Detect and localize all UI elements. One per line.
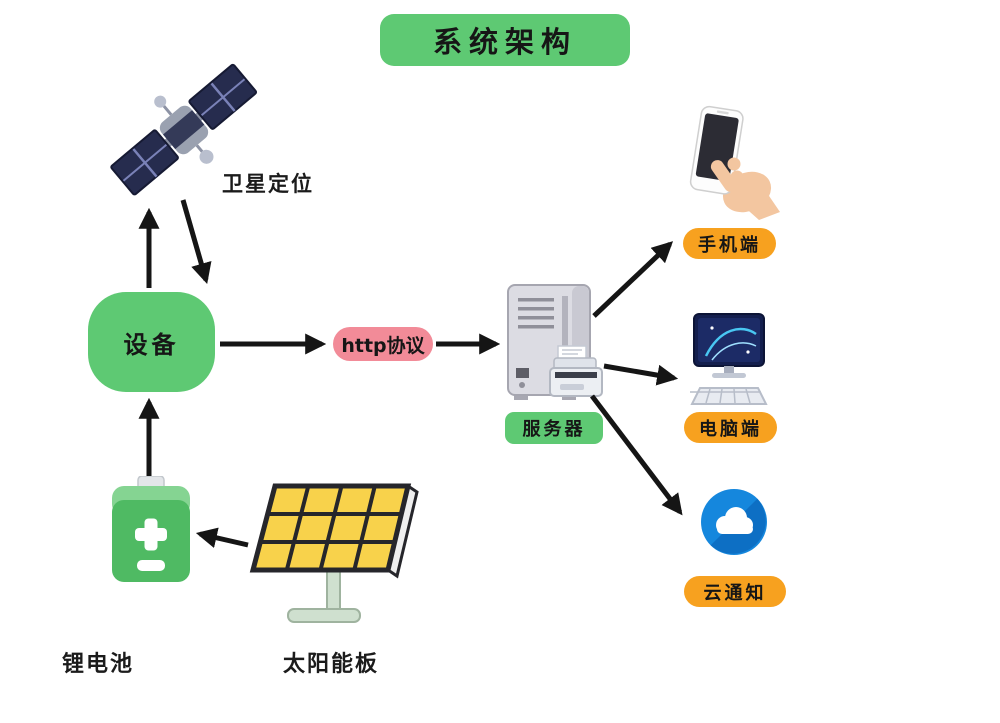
http-protocol-node: http协议: [333, 327, 433, 361]
phone-hand-icon: [675, 100, 780, 220]
pc-node: 电脑端: [684, 412, 777, 443]
arrow-satellite-to-device: [180, 199, 212, 285]
battery-icon: [110, 476, 194, 586]
device-node: 设备: [88, 292, 215, 392]
mobile-node: 手机端: [683, 228, 776, 259]
battery-label: 锂电池: [62, 652, 135, 677]
arrow-server-to-pc: [603, 363, 679, 386]
arrow-server-to-cloud: [590, 394, 683, 516]
server-node: 服务器: [505, 412, 603, 444]
solar-panel-label: 太阳能板: [283, 652, 380, 677]
cloud-node: 云通知: [684, 576, 786, 607]
cloud-icon: [698, 486, 770, 558]
computer-icon: [690, 312, 770, 407]
solar-panel-icon: [243, 478, 425, 628]
satellite-label: 卫星定位: [222, 172, 314, 196]
satellite-icon: [92, 52, 277, 207]
arrow-solar-to-battery: [195, 527, 249, 548]
diagram-title: 系统架构: [380, 14, 630, 66]
server-icon: [500, 280, 612, 405]
